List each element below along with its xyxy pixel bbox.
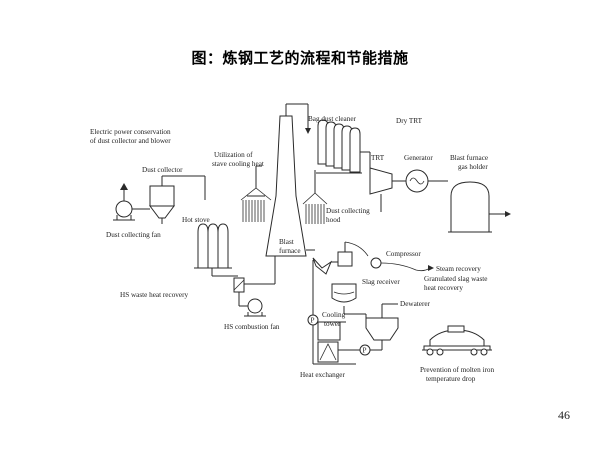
dust-collecting-hood <box>302 170 328 224</box>
page-number: 46 <box>558 408 570 422</box>
heat-exchanger <box>312 325 360 365</box>
label-blast-furnace-2: furnace <box>279 247 301 255</box>
slide-title: 图：炼钢工艺的流程和节能措施 <box>191 49 409 67</box>
label-dust-hood-2: hood <box>326 216 341 224</box>
label-hs-waste: HS waste heat recovery <box>120 291 188 299</box>
slag-granulator <box>312 241 369 275</box>
trt-turbine <box>369 167 406 212</box>
compressor <box>370 257 434 272</box>
label-gas-holder-2: gas holder <box>458 163 488 171</box>
svg-text:P: P <box>311 317 315 325</box>
label-compressor: Compressor <box>386 250 421 258</box>
label-cooling-1: Cooling <box>322 311 346 319</box>
hs-waste-heat-exchanger <box>233 254 276 307</box>
blast-furnace <box>265 103 315 257</box>
svg-text:P: P <box>363 347 367 355</box>
torpedo-car <box>422 325 492 356</box>
label-gas-holder-1: Blast furnace <box>450 154 488 162</box>
dewaterer <box>344 303 399 350</box>
label-granulated-2: heat recovery <box>424 284 463 292</box>
label-granulated-1: Granulated slag waste <box>424 275 487 283</box>
gas-holder <box>448 181 511 233</box>
label-electric-power-2: of dust collector and blower <box>90 137 171 145</box>
label-dry-trt: Dry TRT <box>396 117 423 125</box>
hs-combustion-fan <box>244 298 266 317</box>
slag-receiver <box>331 283 357 314</box>
generator <box>405 169 448 193</box>
pump-upper: P <box>307 260 319 326</box>
label-dust-collector: Dust collector <box>142 166 183 174</box>
pump-lower: P <box>359 344 382 356</box>
bag-dust-cleaner <box>316 119 371 174</box>
label-blast-furnace-1: Blast <box>279 238 294 246</box>
dust-collector <box>149 175 206 224</box>
label-electric-power-1: Electric power conservation <box>90 128 171 136</box>
label-heat-exchanger: Heat exchanger <box>300 371 346 379</box>
stave-cooling-hood <box>240 165 272 222</box>
label-bag-dust-cleaner: Bag dust cleaner <box>308 115 357 123</box>
label-trt: TRT <box>371 154 385 162</box>
label-steam-recovery: Steam recovery <box>436 265 481 273</box>
label-dust-hood-1: Dust collecting <box>326 207 370 215</box>
label-utilization-1: Utilization of <box>214 151 253 159</box>
label-dust-collecting-fan: Dust collecting fan <box>106 231 161 239</box>
label-molten-2: temperature drop <box>426 375 476 383</box>
label-cooling-2: tower <box>324 320 341 328</box>
label-slag-receiver: Slag receiver <box>362 278 400 286</box>
label-molten-1: Prevention of molten iron <box>420 366 494 374</box>
label-hs-fan: HS combustion fan <box>224 323 280 331</box>
label-utilization-2: stave cooling heat <box>212 160 264 168</box>
label-dewaterer: Dewaterer <box>400 300 431 308</box>
label-hot-stove: Hot stove <box>182 216 210 224</box>
label-generator: Generator <box>404 154 433 162</box>
hot-stove <box>194 223 238 277</box>
dust-collecting-fan <box>113 183 150 221</box>
